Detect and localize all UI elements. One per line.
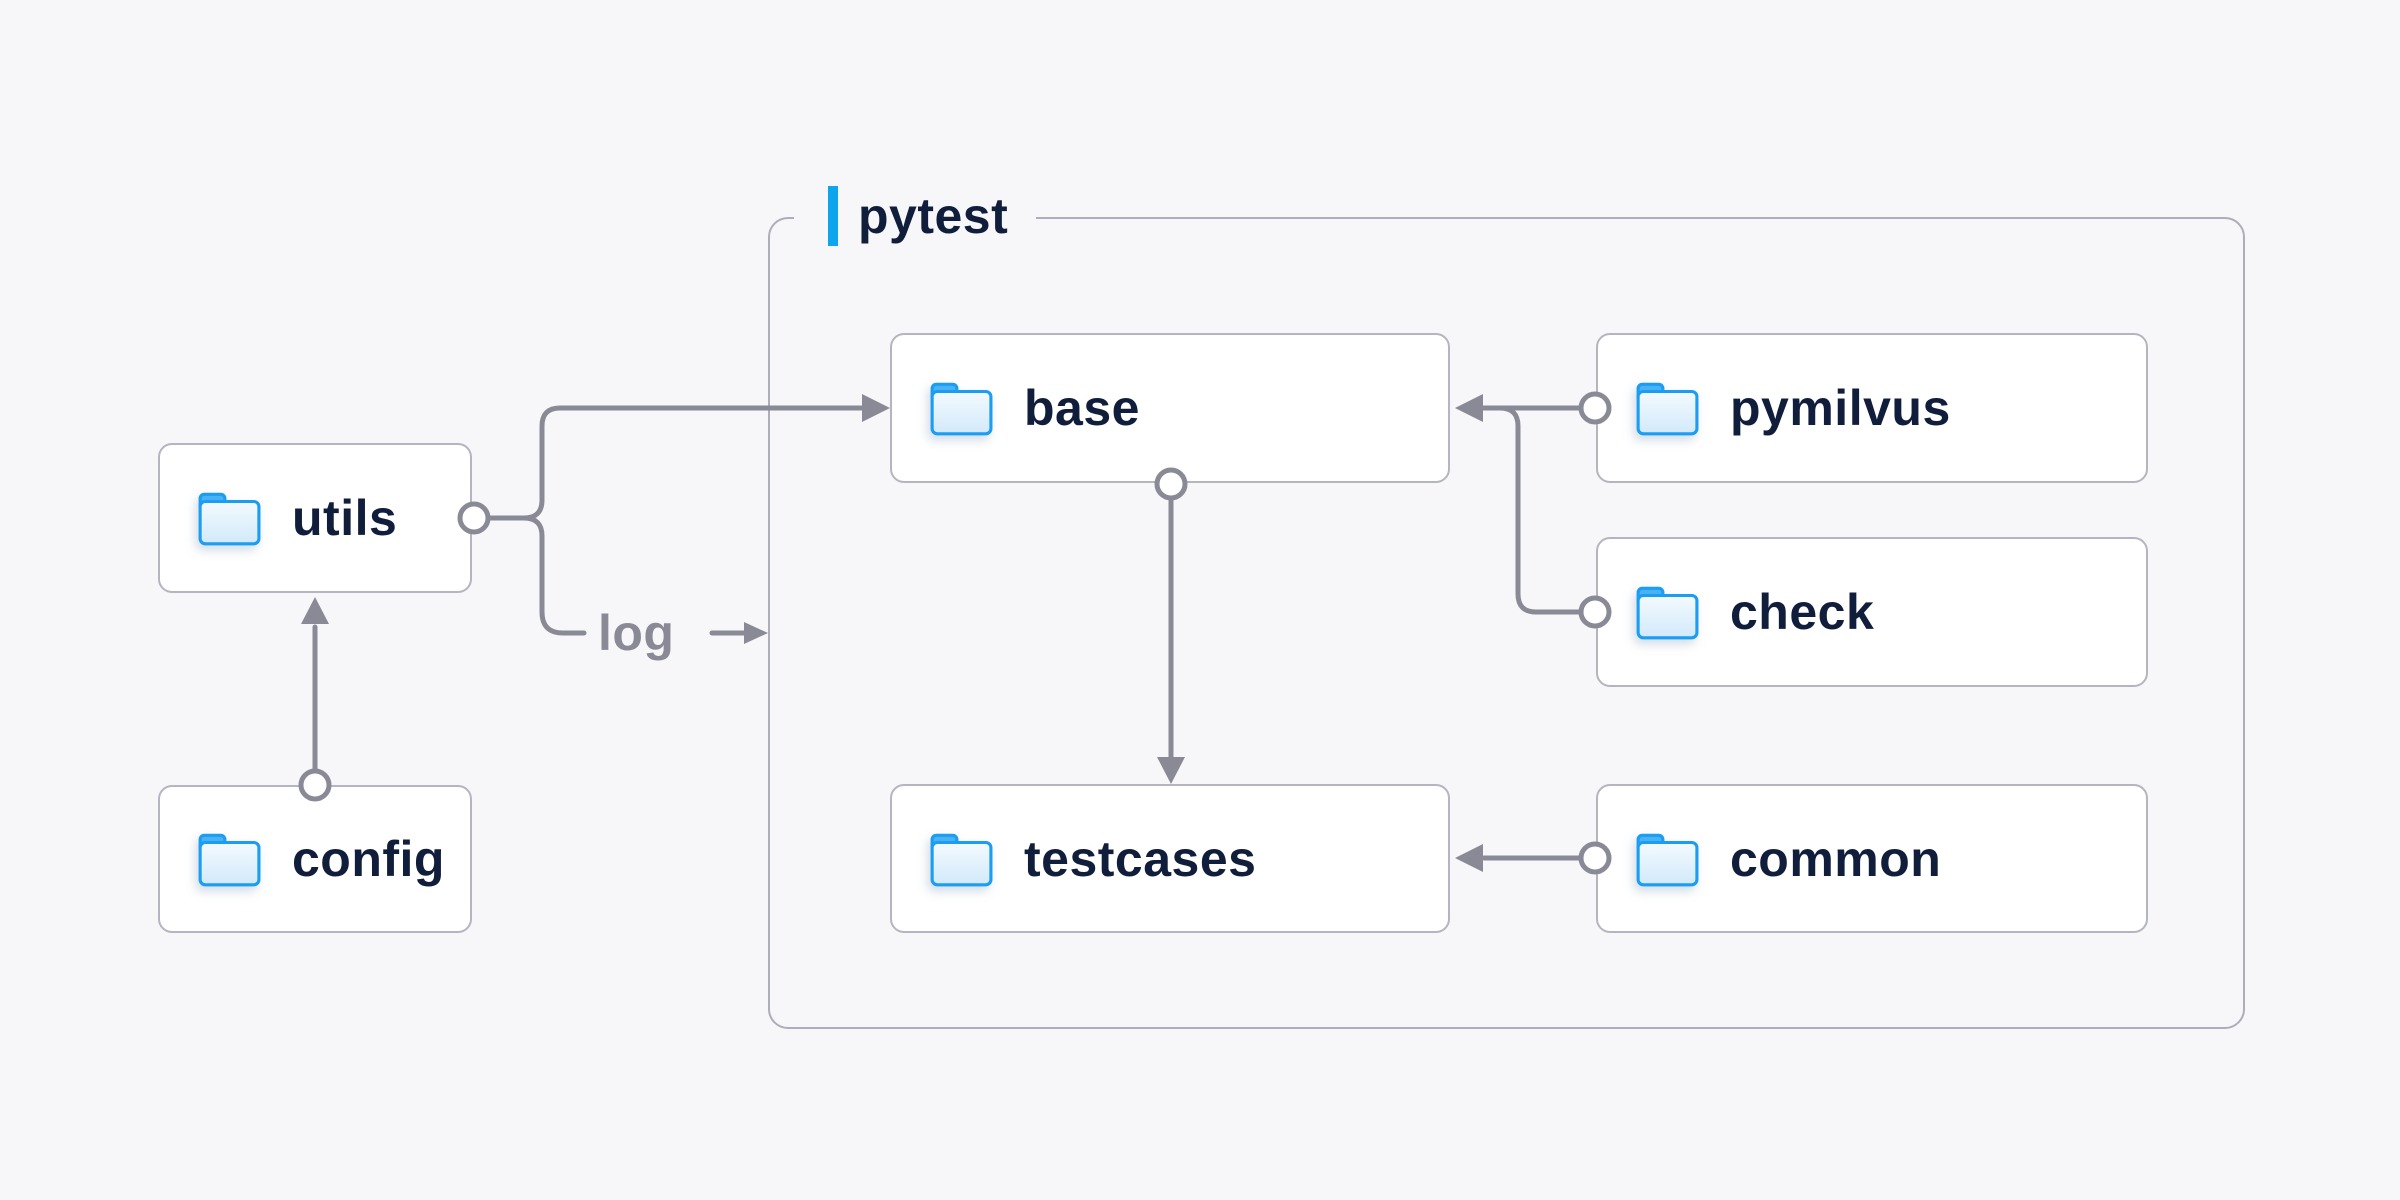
node-common: common — [1596, 784, 2148, 933]
node-label: check — [1730, 584, 1875, 640]
node-label: config — [292, 831, 445, 887]
node-label: pymilvus — [1730, 380, 1951, 436]
arrowhead-log — [744, 622, 768, 644]
edge-label-log: log — [598, 605, 675, 661]
arrowhead-into-utils-bottom — [301, 597, 329, 624]
node-utils: utils — [158, 443, 472, 593]
pytest-group-label: pytest — [794, 184, 1037, 248]
node-label: testcases — [1024, 830, 1257, 887]
folder-icon — [1636, 833, 1699, 886]
folder-icon — [198, 833, 261, 887]
node-label: common — [1730, 830, 1942, 887]
group-title: pytest — [858, 188, 1009, 244]
node-label: utils — [292, 490, 398, 546]
node-base: base — [890, 333, 1450, 483]
node-pymilvus: pymilvus — [1596, 333, 2148, 483]
folder-icon — [930, 833, 993, 886]
node-label: base — [1024, 380, 1140, 436]
folder-icon — [1636, 586, 1699, 640]
node-config: config — [158, 785, 472, 933]
folder-icon — [1636, 382, 1699, 436]
node-check: check — [1596, 537, 2148, 687]
node-testcases: testcases — [890, 784, 1450, 933]
folder-icon — [198, 492, 261, 546]
accent-bar — [828, 186, 838, 246]
pytest-group-container — [768, 217, 2245, 1029]
folder-icon — [930, 382, 993, 436]
edge-utils-to-log — [521, 515, 587, 636]
